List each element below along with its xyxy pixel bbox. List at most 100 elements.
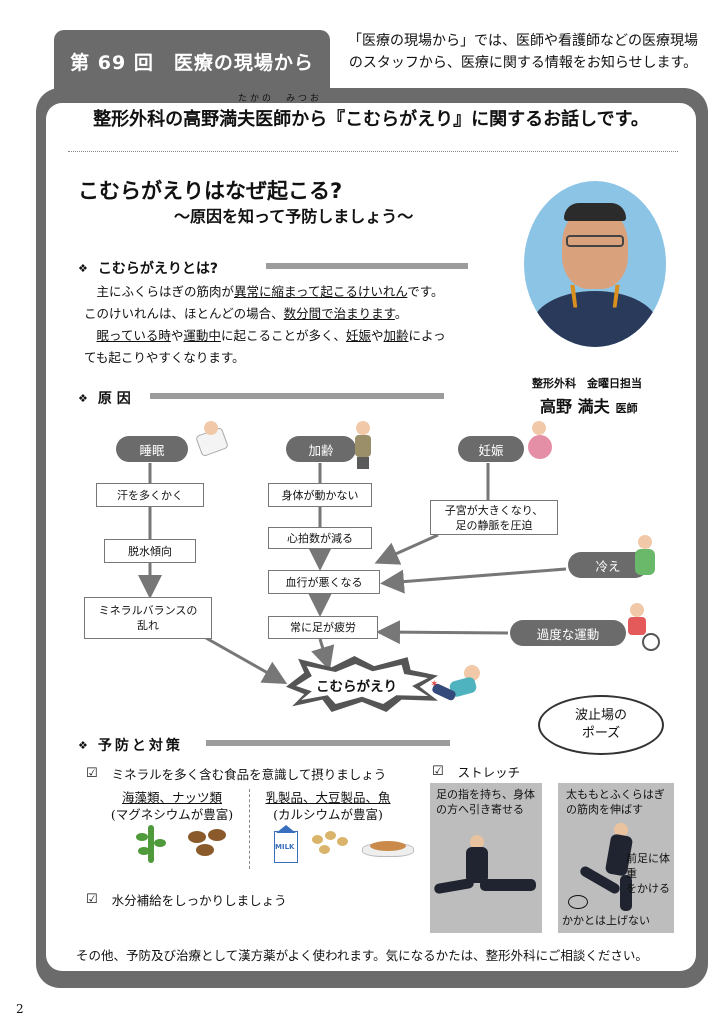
food2-note: (カルシウムが豊富) [273,807,383,822]
text-span: や [370,328,384,343]
box-circulation: 血行が悪くなる [268,570,380,594]
intro-text: 整形外科の高野満夫医師から『こむらがえり』に関するお話しです。 [93,109,649,130]
intro-divider [68,151,678,152]
checkbox-icon: ☑ [432,764,444,779]
exercise-bike-icon [626,603,662,653]
stretch2-caption: 太ももとふくらはぎ の筋肉を伸ばす [566,787,665,817]
cause-pill-aging: 加齢 [286,436,356,462]
section-cause-heading: ❖ 原 因 [78,388,131,408]
what-line-3: 眠っている時や運動中に起こることが多く、妊娠や加齢によっ [84,325,514,347]
underlined-text: 眠っている時 [96,328,171,343]
what-paragraph: 主にふくらはぎの筋肉が異常に縮まって起こるけいれんです。 このけいれんは、ほとん… [84,281,514,369]
box-mineral-line2: 乱れ [137,619,159,632]
text-span: に起こることが多く、 [220,328,346,343]
text-span: このけいれんは、ほとんどの場合、 [84,306,284,321]
stretch2-note1-line1: 前足に体重 [626,852,670,880]
diamond-bullet-icon: ❖ [78,261,88,275]
food1-head: 海藻類、ナッツ類 [121,790,222,805]
section-what-heading: ❖ こむらがえりとは? [78,258,218,278]
stretch1-caption: 足の指を持ち、身体 の方へ引き寄せる [436,787,535,817]
section-prevent-heading: ❖ 予防と対策 [78,735,183,755]
stretch-photo-1: 足の指を持ち、身体 の方へ引き寄せる [430,783,542,933]
food2-head: 乳製品、大豆製品、魚 [265,790,391,805]
section-cause-bar [150,393,444,399]
box-uterus-line2: 足の静脈を圧迫 [455,518,533,532]
header-desc-line2: のスタッフから、医療に関する情報をお知らせします。 [348,55,698,71]
cause-pill-exercise: 過度な運動 [510,620,626,646]
stretch2-note1: 前足に体重 をかける [626,851,674,896]
what-line-4: ても起こりやすくなります。 [84,350,245,365]
intro-ruby: たかの みつお [238,94,323,104]
sleeping-person-icon [194,421,229,458]
milk-carton-icon: MILK [272,825,300,863]
box-mineral: ミネラルバランスの 乱れ [84,597,212,639]
cramp-burst-label: こむらがえり [316,679,397,695]
box-hard-to-move: 身体が動かない [268,483,372,507]
cloud-line2: ポーズ [581,726,621,741]
food-calcium: 乳製品、大豆製品、魚 (カルシウムが豊富) [258,789,398,823]
box-tired-legs: 常に足が疲労 [268,616,378,639]
underlined-text: 異常に縮まって起こるけいれん [234,284,408,299]
section-what-title: こむらがえりとは? [97,261,218,277]
header-description: 「医療の現場から」では、医師や看護師などの医療現場 のスタッフから、医療に関する… [338,30,708,74]
stretch-photo-2: 太ももとふくらはぎ の筋肉を伸ばす 前足に体重 をかける かかとは上げない [558,783,674,933]
cause-pill-pregnancy: 妊娠 [458,436,524,462]
issue-tab: 第 69 回 医療の現場から [54,30,330,92]
cloud-line1: 波止場の [574,708,627,723]
doctor-title: 医師 [615,402,638,415]
what-line-2: このけいれんは、ほとんどの場合、数分間で治まります。 [84,303,514,325]
cramping-person-icon: ✶ [430,663,488,707]
fish-dish-icon [362,833,414,859]
page-number: 2 [16,1002,24,1016]
box-uterus-line1: 子宮が大きくなり、 [444,503,544,517]
seaweed-icon [132,825,172,863]
box-dehydration: 脱水傾向 [104,539,196,563]
section-what-bar [266,263,468,269]
intro-heading: たかの みつお 整形外科の高野満夫医師から『こむらがえり』に関するお話しです。 [46,94,696,131]
box-sweat: 汗を多くかく [96,483,204,507]
main-title: こむらがえりはなぜ起こる? [78,179,343,203]
stretch1-cap-line2: の方へ引き寄せる [436,803,524,816]
stretch2-note2: かかとは上げない [562,914,650,927]
content-card: たかの みつお 整形外科の高野満夫医師から『こむらがえり』に関するお話しです。 … [46,94,696,971]
check-mineral-label: ミネラルを多く含む食品を意識して摂りましょう [111,767,387,782]
food1-note: (マグネシウムが豊富) [110,807,234,822]
text-span: 主にふくらはぎの筋肉が [96,284,235,299]
doctor-name-text: 高野 満夫 [540,397,610,416]
stretch2-note1-line2: をかける [626,882,670,895]
underlined-text: 運動中 [183,328,221,343]
pregnant-person-icon [524,421,554,461]
text-span: です。 [407,284,444,299]
nuts-icon [186,829,232,859]
harbor-pose-cloud: 波止場の ポーズ [538,695,664,755]
doctor-department: 整形外科 金曜日担当 [532,377,642,390]
text-span: によっ [408,328,446,343]
flow-arrows [138,463,567,684]
footer-note: その他、予防及び治療として漢方薬がよく使われます。気になるかたは、整形外科にご相… [76,948,648,963]
what-line-1: 主にふくらはぎの筋肉が異常に縮まって起こるけいれんです。 [84,281,514,303]
underlined-text: 数分間で治まります [283,306,395,321]
cause-pill-cold: 冷え [568,552,648,578]
stretch2-cap-line2: の筋肉を伸ばす [566,803,643,816]
check-stretch: ☑ ストレッチ [432,762,520,781]
diamond-bullet-icon: ❖ [78,738,88,752]
doctor-photo [524,181,666,347]
check-mineral: ☑ ミネラルを多く含む食品を意識して摂りましょう [86,764,386,783]
cold-person-icon [632,535,658,579]
section-prevent-bar [206,740,450,746]
elderly-person-icon [352,421,374,469]
stretch2-cap-line1: 太ももとふくらはぎ [566,788,665,801]
food-magnesium: 海藻類、ナッツ類 (マグネシウムが豊富) [106,789,238,823]
cause-pill-sleep: 睡眠 [116,436,188,462]
section-cause-title: 原 因 [97,391,131,407]
food-divider [249,789,250,869]
check-water: ☑ 水分補給をしっかりしましょう [86,890,287,909]
underlined-text: 妊娠 [345,328,371,343]
text-span: や [170,328,184,343]
doctor-name: 高野 満夫医師 [540,393,638,417]
checkbox-icon: ☑ [86,766,98,781]
underlined-text: 加齢 [383,328,409,343]
box-heart-rate: 心拍数が減る [268,527,372,549]
sub-title: ～原因を知って予防しましょう～ [174,207,414,226]
stretch1-cap-line1: 足の指を持ち、身体 [436,788,535,801]
